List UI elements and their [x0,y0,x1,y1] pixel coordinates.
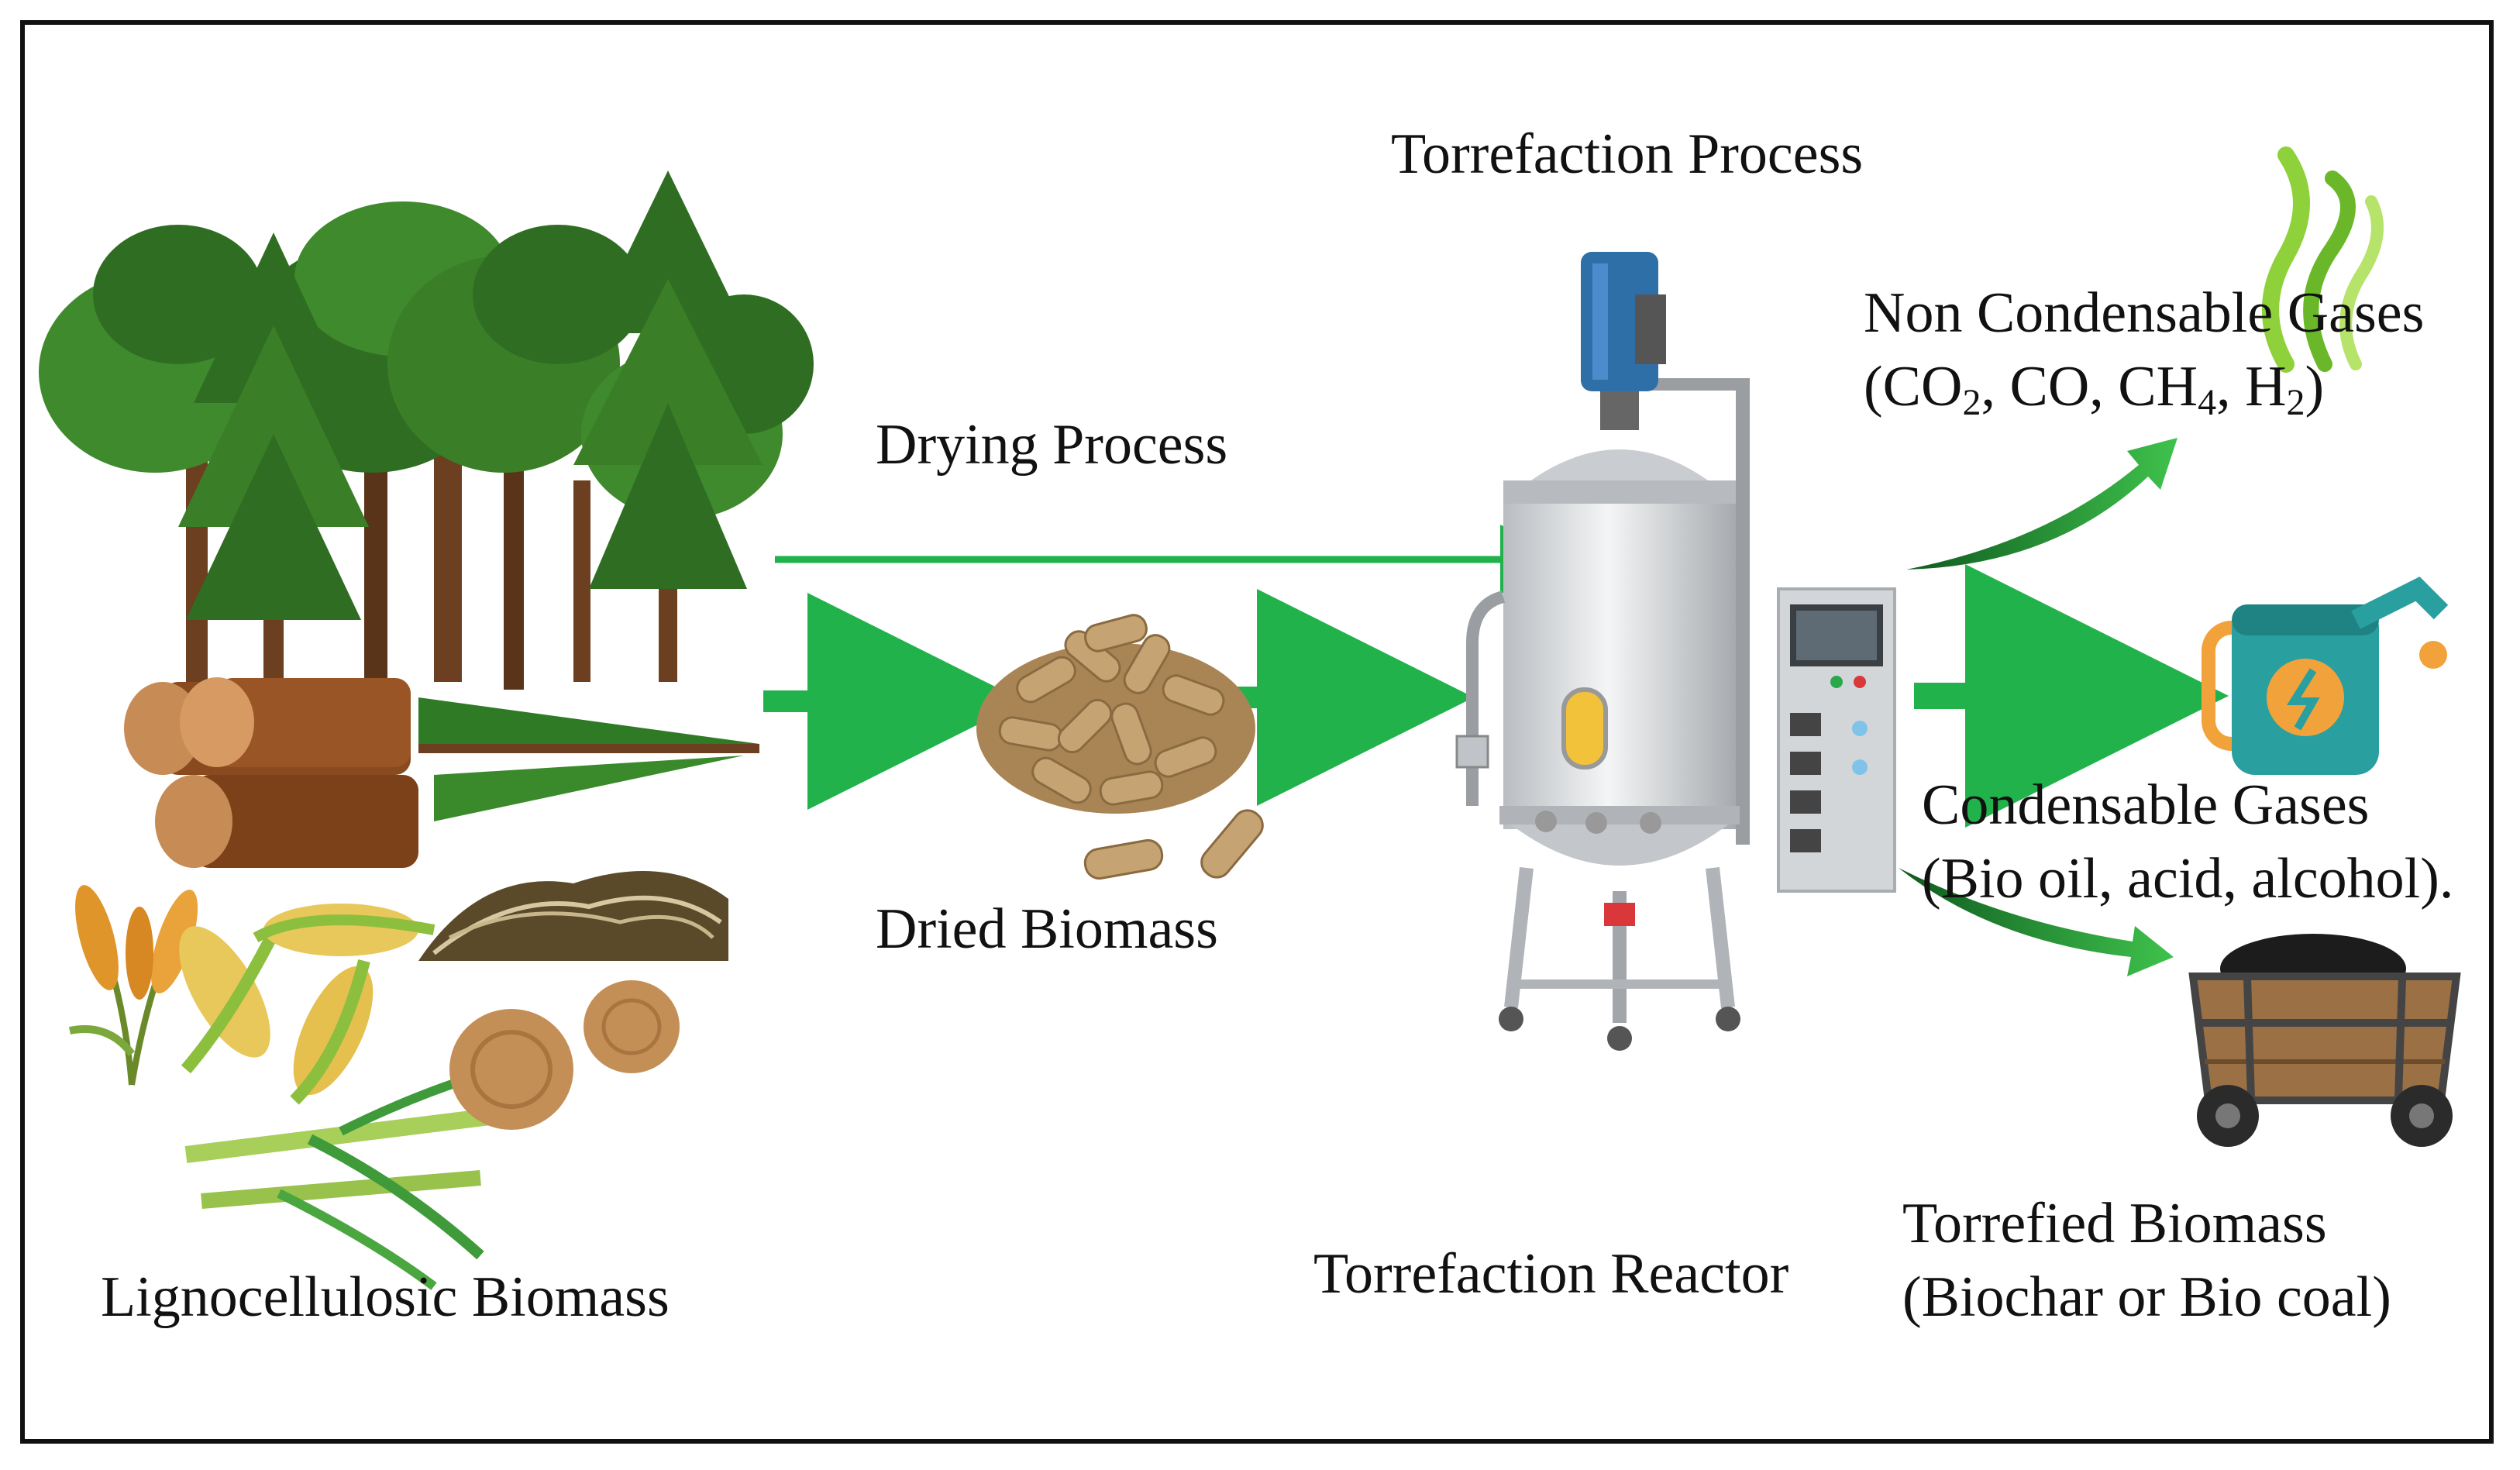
wheat-icon [69,885,198,1086]
fuel-canister-icon [2202,577,2449,775]
torrefaction-reactor-label: Torrefaction Reactor [1313,1242,1789,1306]
tree-icon [39,170,814,821]
sugarcane-icon [184,1057,528,1290]
reactor-icon [1455,252,1896,1051]
condensable-gases-title: Condensable Gases [1922,773,2370,837]
char-curved-arrow [1899,868,2174,976]
coal-cart-icon [2188,934,2461,1147]
diagram-frame [20,20,2494,1444]
torrefaction-process-label: Torrefaction Process [1391,122,1864,186]
pellets-icon [976,614,1264,880]
straw-pile-icon [418,871,728,961]
non-condensable-gases-title: Non Condensable Gases [1864,281,2425,345]
corn-icon [179,904,435,1105]
gas-icon [2262,146,2384,373]
dried-biomass-label: Dried Biomass [876,897,1218,961]
non-condensable-gases-formula: (CO2, CO, CH4, H2) [1864,355,2325,423]
drying-process-label: Drying Process [876,413,1228,477]
condensable-gases-detail: (Bio oil, acid, alcohol). [1922,847,2454,911]
lignocellulosic-biomass-label: Lignocellulosic Biomass [101,1265,670,1329]
gas-curved-arrow [1906,438,2177,570]
torrefied-biomass-detail: (Biochar or Bio coal) [1902,1265,2391,1329]
torrefied-biomass-title: Torrefied Biomass [1902,1192,2327,1255]
wood-disc-icon [449,980,680,1130]
log-icon [124,677,418,868]
